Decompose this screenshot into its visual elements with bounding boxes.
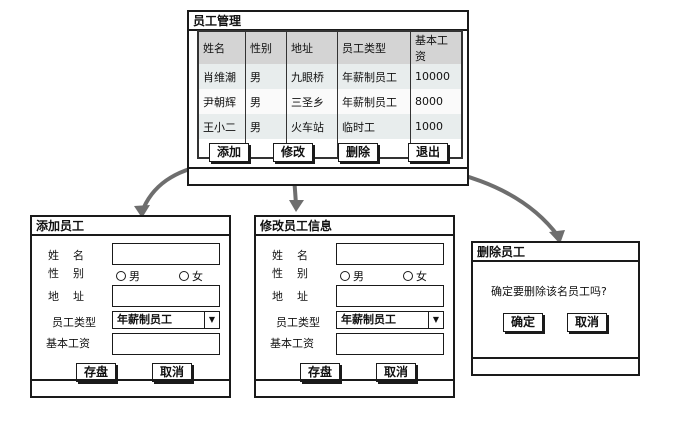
cell-salary: 1000 (410, 114, 462, 139)
cell-type: 年薪制员工 (337, 64, 411, 89)
edit-dialog-title: 修改员工信息 (256, 217, 453, 236)
cell-address: 九眼桥 (286, 64, 338, 89)
cell-name: 尹朝辉 (198, 89, 246, 114)
gender-male-radio[interactable]: 男 (116, 268, 140, 284)
arrowhead-edit (289, 200, 304, 212)
cell-salary: 8000 (410, 89, 462, 114)
save-button[interactable]: 存盘 (76, 363, 116, 382)
column-header-salary[interactable]: 基本工资 (410, 31, 462, 64)
delete-button[interactable]: 删除 (338, 143, 378, 162)
column-header-gender[interactable]: 性别 (245, 31, 287, 64)
employee-table: 姓名 性别 地址 员工类型 基本工资 肖维潮 男 九眼桥 年薪制员工 10000… (197, 30, 463, 159)
cancel-button[interactable]: 取消 (567, 313, 607, 332)
name-input[interactable] (336, 243, 444, 265)
radio-circle-icon (179, 271, 189, 281)
address-label: 地 址 (272, 290, 308, 303)
table-header-row: 姓名 性别 地址 员工类型 基本工资 (198, 31, 462, 64)
column-header-address[interactable]: 地址 (286, 31, 338, 64)
arrowhead-add (134, 205, 150, 218)
name-label: 姓 名 (48, 249, 84, 262)
add-dialog-title: 添加员工 (32, 217, 229, 236)
cell-address: 火车站 (286, 114, 338, 139)
cell-gender: 男 (245, 64, 287, 89)
add-dialog-status-bar (32, 379, 229, 396)
table-row[interactable]: 尹朝辉 男 三圣乡 年薪制员工 8000 (198, 89, 462, 114)
address-input[interactable] (336, 285, 444, 307)
cell-name: 王小二 (198, 114, 246, 139)
delete-dialog-title: 删除员工 (473, 243, 638, 262)
delete-confirm-message: 确定要删除该名员工吗? (491, 285, 607, 298)
edit-employee-dialog: 修改员工信息 姓 名 性 别 男 女 地 址 员工类型 年薪制员工 ▼ 基本工资… (254, 215, 455, 398)
address-label: 地 址 (48, 290, 84, 303)
delete-dialog-status-bar (473, 357, 638, 374)
type-label: 员工类型 (276, 316, 320, 329)
main-window-title: 员工管理 (189, 12, 467, 31)
gender-female-radio[interactable]: 女 (179, 268, 203, 284)
salary-label: 基本工资 (46, 337, 90, 350)
cell-name: 肖维潮 (198, 64, 246, 89)
gender-label: 性 别 (272, 267, 308, 280)
gender-male-label: 男 (129, 270, 140, 283)
employee-type-select[interactable]: 年薪制员工 ▼ (336, 311, 444, 329)
type-label: 员工类型 (52, 316, 96, 329)
arrowhead-delete (549, 230, 565, 244)
cell-gender: 男 (245, 114, 287, 139)
employee-type-value: 年薪制员工 (341, 313, 396, 326)
salary-input[interactable] (112, 333, 220, 355)
name-input[interactable] (112, 243, 220, 265)
column-header-type[interactable]: 员工类型 (337, 31, 411, 64)
add-employee-dialog: 添加员工 姓 名 性 别 男 女 地 址 员工类型 年薪制员工 ▼ 基本工资 存… (30, 215, 231, 398)
salary-label: 基本工资 (270, 337, 314, 350)
table-row[interactable]: 王小二 男 火车站 临时工 1000 (198, 114, 462, 139)
radio-circle-icon (116, 271, 126, 281)
delete-employee-dialog: 删除员工 确定要删除该名员工吗? 确定 取消 (471, 241, 640, 376)
dropdown-arrow-icon[interactable]: ▼ (428, 312, 443, 328)
radio-circle-icon (403, 271, 413, 281)
address-input[interactable] (112, 285, 220, 307)
exit-button[interactable]: 退出 (408, 143, 448, 162)
column-header-name[interactable]: 姓名 (198, 31, 246, 64)
add-button[interactable]: 添加 (209, 143, 249, 162)
confirm-button[interactable]: 确定 (503, 313, 543, 332)
gender-male-label: 男 (353, 270, 364, 283)
gender-female-radio[interactable]: 女 (403, 268, 427, 284)
gender-male-radio[interactable]: 男 (340, 268, 364, 284)
cell-salary: 10000 (410, 64, 462, 89)
cancel-button[interactable]: 取消 (376, 363, 416, 382)
table-row[interactable]: 肖维潮 男 九眼桥 年薪制员工 10000 (198, 64, 462, 89)
name-label: 姓 名 (272, 249, 308, 262)
cancel-button[interactable]: 取消 (152, 363, 192, 382)
cell-gender: 男 (245, 89, 287, 114)
employee-type-value: 年薪制员工 (117, 313, 172, 326)
cell-type: 年薪制员工 (337, 89, 411, 114)
edit-dialog-status-bar (256, 379, 453, 396)
employee-type-select[interactable]: 年薪制员工 ▼ (112, 311, 220, 329)
salary-input[interactable] (336, 333, 444, 355)
radio-circle-icon (340, 271, 350, 281)
save-button[interactable]: 存盘 (300, 363, 340, 382)
gender-female-label: 女 (416, 270, 427, 283)
gender-female-label: 女 (192, 270, 203, 283)
main-status-bar (189, 167, 467, 184)
dropdown-arrow-icon[interactable]: ▼ (204, 312, 219, 328)
gender-label: 性 别 (48, 267, 84, 280)
edit-button[interactable]: 修改 (273, 143, 313, 162)
cell-address: 三圣乡 (286, 89, 338, 114)
main-window: 员工管理 姓名 性别 地址 员工类型 基本工资 肖维潮 男 九眼桥 年薪制员工 … (187, 10, 469, 186)
cell-type: 临时工 (337, 114, 411, 139)
